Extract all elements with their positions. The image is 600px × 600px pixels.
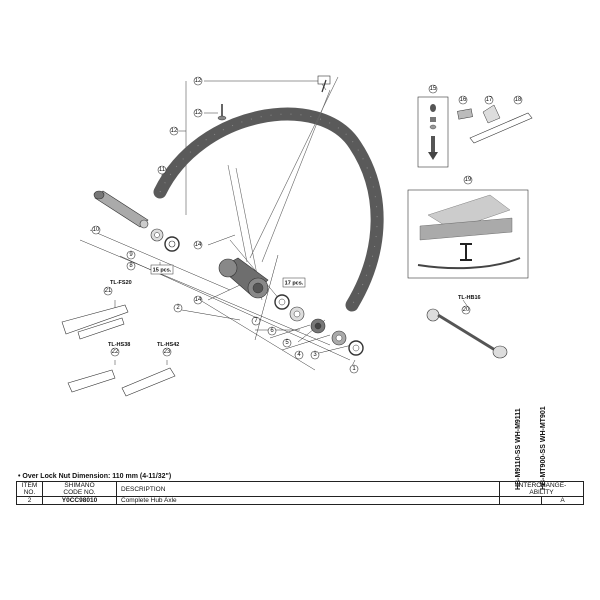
callout-circle <box>484 95 494 105</box>
table-row: 2 Y0CC98010 Complete Hub Axle A <box>16 496 585 505</box>
bearings <box>274 294 364 356</box>
hub-body <box>218 257 269 299</box>
callout-circle <box>461 305 471 315</box>
header-description: DESCRIPTION <box>116 481 500 497</box>
callout-number: 19 <box>465 177 472 183</box>
decal-kit-box <box>407 189 529 279</box>
callout-number: 5 <box>285 340 289 346</box>
callout-number: 4 <box>297 352 301 358</box>
callouts: 12 12 12 11 10 9 8 14 14 7 2 6 5 4 3 1 15 16 17 18 19 20 21 22 2… <box>91 76 523 374</box>
cell-interchange-2: A <box>540 496 585 505</box>
tool-label-hs38: TL-HS38 <box>108 342 130 348</box>
axle-tool <box>426 308 508 359</box>
callout-circle <box>458 95 468 105</box>
model-column-1: HB-M9110-SS WH-M9111 <box>515 408 522 490</box>
callout-circle <box>310 350 320 360</box>
callout-circle <box>193 240 203 250</box>
callout-circle <box>513 95 523 105</box>
over-lock-nut-note: • Over Lock Nut Dimension: 110 mm (4-11/… <box>18 473 172 480</box>
callout-number: 12 <box>195 78 202 84</box>
callout-number: 15 <box>430 86 437 92</box>
callout-number: 2 <box>176 305 180 311</box>
tubeless-valve-box <box>417 96 449 168</box>
spoke-nipple <box>217 75 331 121</box>
cell-item: 2 <box>16 496 43 505</box>
tool-label-hb16: TL-HB16 <box>458 295 481 301</box>
tool-label-hs42: TL-HS42 <box>157 342 179 348</box>
callout-number: 9 <box>129 252 133 258</box>
qty-label-15: 15 pcs. <box>153 268 172 274</box>
cell-description: Complete Hub Axle <box>116 496 500 505</box>
spokes <box>227 76 339 301</box>
callout-circle <box>193 108 203 118</box>
tool-label-fs20: TL-FS20 <box>110 280 132 286</box>
callout-number: 3 <box>313 352 317 358</box>
callout-number: 6 <box>270 328 274 334</box>
tool-labels: TL-FS20 TL-HS38 TL-HS42 TL-HB16 <box>108 280 481 348</box>
callout-number: 17 <box>486 97 493 103</box>
washers <box>150 228 180 252</box>
callout-circle <box>294 350 304 360</box>
callout-number: 21 <box>105 288 112 294</box>
callout-number: 16 <box>460 97 467 103</box>
callout-circle <box>126 250 136 260</box>
qty-label-17: 17 pcs. <box>285 281 304 287</box>
callout-circle <box>251 316 261 326</box>
callout-number: 14 <box>195 297 202 303</box>
cell-code: Y0CC98010 <box>42 496 117 505</box>
callout-circle <box>193 76 203 86</box>
header-interchangeability: INTERCHANGE-ABILITY <box>498 481 585 497</box>
callout-circle <box>157 165 167 175</box>
qty-labels: 15 pcs. 17 pcs. <box>150 264 306 288</box>
callout-number: 1 <box>352 366 356 372</box>
callout-number: 12 <box>171 128 178 134</box>
callout-circle <box>463 175 473 185</box>
rim <box>153 107 384 312</box>
model-column-2: HB-MT900-SS WH-MT901 <box>540 406 547 490</box>
callout-circle <box>91 225 101 235</box>
cell-interchange-1 <box>499 496 542 505</box>
callout-circle <box>428 84 438 94</box>
cone-wrenches <box>61 304 176 397</box>
callout-number: 11 <box>159 167 166 173</box>
callout-circle <box>162 347 172 357</box>
callout-circle <box>110 347 120 357</box>
callout-circle <box>267 326 277 336</box>
hub-axle <box>93 190 149 229</box>
callout-number: 20 <box>463 307 470 313</box>
callout-number: 22 <box>112 349 119 355</box>
callout-circle <box>126 261 136 271</box>
rim-accessories <box>457 104 533 144</box>
callout-number: 10 <box>93 227 100 233</box>
callout-circle <box>169 126 179 136</box>
callout-circle <box>349 364 359 374</box>
callout-number: 14 <box>195 242 202 248</box>
callout-circle <box>103 286 113 296</box>
callout-circle <box>282 338 292 348</box>
callout-number: 18 <box>515 97 522 103</box>
callout-number: 12 <box>195 110 202 116</box>
callout-circle <box>193 295 203 305</box>
callout-number: 23 <box>164 349 171 355</box>
callout-circle <box>173 303 183 313</box>
callout-number: 7 <box>254 318 258 324</box>
callout-number: 8 <box>129 263 133 269</box>
